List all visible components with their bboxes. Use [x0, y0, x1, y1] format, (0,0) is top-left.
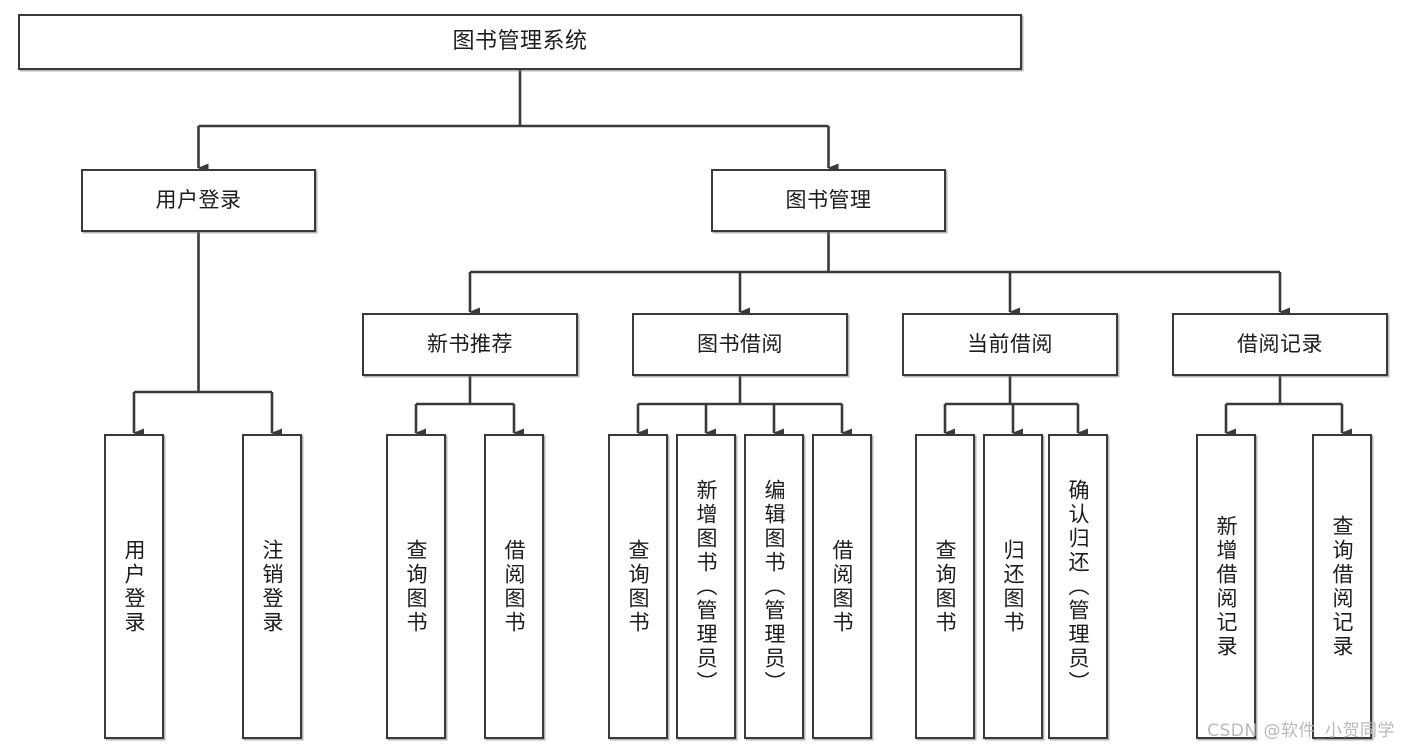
node-label-book-manage: 图书管理: [785, 187, 872, 212]
node-label-user-login: 用户登录: [155, 187, 242, 212]
node-leaf-confirm-return[interactable]: 确认归还（管理员）: [1048, 434, 1108, 739]
node-label-leaf-user-login: 用户登录: [122, 538, 147, 635]
node-label-leaf-borrow-book-rec: 借阅图书: [502, 538, 527, 635]
node-leaf-borrow-book[interactable]: 借阅图书: [812, 434, 872, 739]
node-label-borrow-record: 借阅记录: [1237, 331, 1323, 356]
node-leaf-return-book[interactable]: 归还图书: [983, 434, 1043, 739]
node-label-leaf-query-book-cur: 查询图书: [933, 538, 958, 635]
node-label-leaf-confirm-return: 确认归还（管理员）: [1066, 478, 1091, 695]
node-leaf-query-record[interactable]: 查询借阅记录: [1312, 434, 1372, 739]
node-book-manage[interactable]: 图书管理: [711, 169, 946, 232]
node-book-borrow[interactable]: 图书借阅: [632, 313, 848, 376]
node-label-leaf-query-book: 查询图书: [626, 538, 651, 635]
node-leaf-user-login[interactable]: 用户登录: [104, 434, 164, 739]
node-label-leaf-add-record: 新增借阅记录: [1214, 514, 1239, 659]
node-current-borrow[interactable]: 当前借阅: [902, 313, 1118, 376]
node-label-new-book-rec: 新书推荐: [427, 331, 513, 356]
node-label-leaf-edit-book: 编辑图书（管理员）: [762, 478, 787, 695]
node-leaf-query-book-cur[interactable]: 查询图书: [915, 434, 975, 739]
node-borrow-record[interactable]: 借阅记录: [1172, 313, 1388, 376]
node-leaf-edit-book[interactable]: 编辑图书（管理员）: [744, 434, 804, 739]
node-label-leaf-add-book: 新增图书（管理员）: [694, 478, 719, 695]
node-label-book-borrow: 图书借阅: [697, 331, 783, 356]
node-leaf-query-book-rec[interactable]: 查询图书: [386, 434, 446, 739]
node-label-leaf-query-record: 查询借阅记录: [1330, 514, 1355, 659]
node-label-leaf-logout: 注销登录: [260, 538, 285, 635]
node-leaf-borrow-book-rec[interactable]: 借阅图书: [484, 434, 544, 739]
node-label-leaf-return-book: 归还图书: [1001, 538, 1026, 635]
node-root[interactable]: 图书管理系统: [18, 14, 1022, 70]
node-leaf-query-book[interactable]: 查询图书: [608, 434, 668, 739]
node-user-login[interactable]: 用户登录: [81, 169, 316, 232]
node-label-leaf-query-book-rec: 查询图书: [404, 538, 429, 635]
node-leaf-add-book[interactable]: 新增图书（管理员）: [676, 434, 736, 739]
node-label-current-borrow: 当前借阅: [967, 331, 1053, 356]
node-leaf-add-record[interactable]: 新增借阅记录: [1196, 434, 1256, 739]
node-label-leaf-borrow-book: 借阅图书: [830, 538, 855, 635]
node-new-book-rec[interactable]: 新书推荐: [362, 313, 578, 376]
node-leaf-logout[interactable]: 注销登录: [242, 434, 302, 739]
node-label-root: 图书管理系统: [452, 28, 588, 54]
